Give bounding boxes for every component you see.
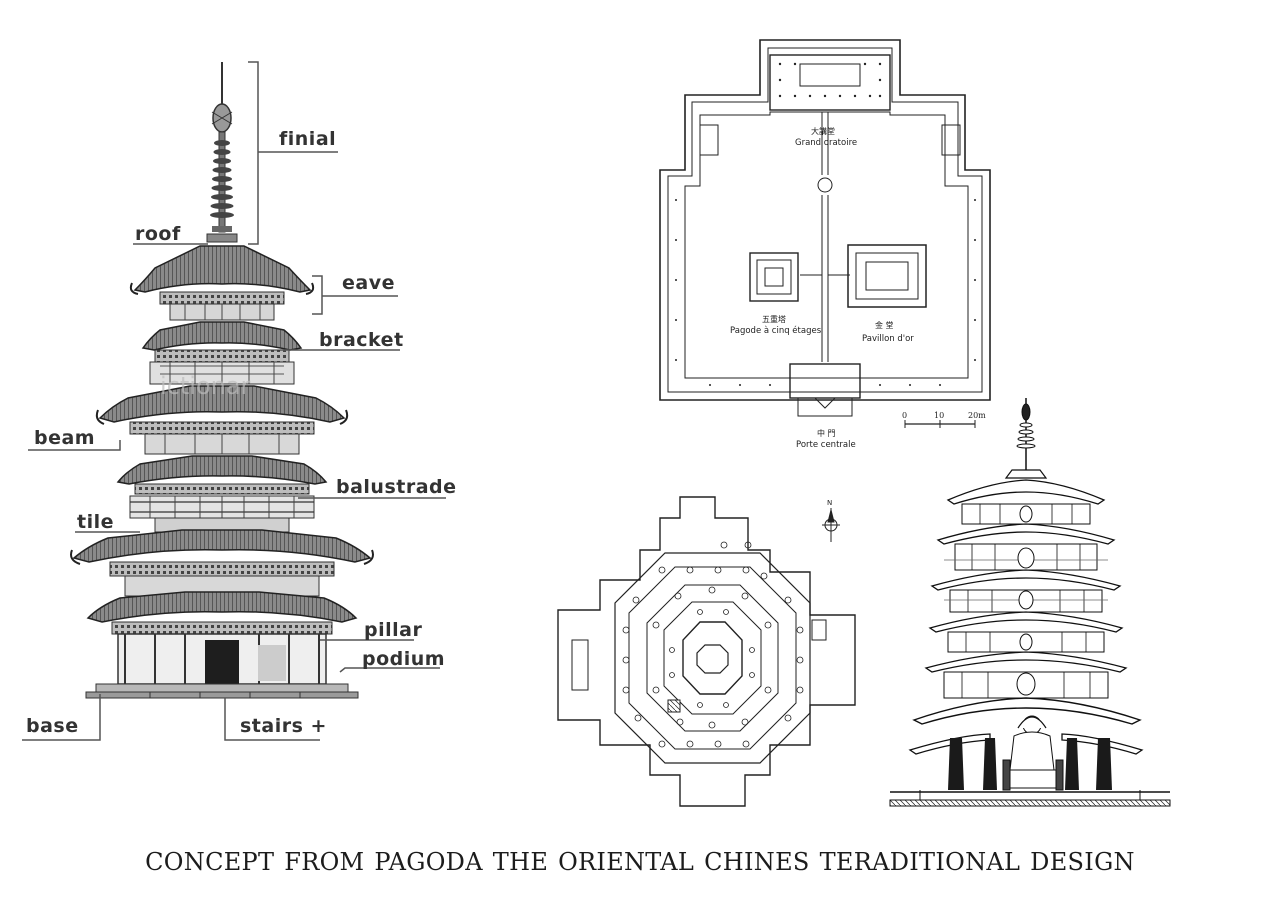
scale-tick-0: 0 [902, 411, 907, 420]
label-eave: eave [342, 272, 395, 294]
porte-label: Porte centrale [796, 440, 856, 450]
temple-site-plan [659, 39, 991, 428]
label-tile: tile [77, 511, 114, 533]
pagoda-elevation: ictionar finial roof eave bracket beam b… [22, 61, 457, 741]
pagoda-cjk: 五重塔 [762, 314, 786, 324]
pagoda-tier-1 [129, 245, 315, 321]
north-arrow [822, 508, 840, 542]
pavillon-cjk: 金 堂 [875, 320, 894, 330]
pagoda-finial [206, 62, 238, 243]
label-base: base [26, 715, 79, 737]
pagoda-tier-5 [70, 529, 374, 597]
scale-tick-20: 20m [968, 411, 986, 420]
buddha-statues [1005, 505, 1059, 789]
pagoda-label: Pagode à cinq étages [730, 325, 822, 336]
grand-oratoire-label: Grand oratoire [795, 138, 857, 148]
label-balustrade: balustrade [336, 476, 457, 498]
pagoda-section-drawing [889, 398, 1171, 807]
pagoda-tier-3 [95, 385, 349, 455]
scale-tick-10: 10 [934, 411, 944, 420]
label-roof: roof [135, 223, 181, 245]
watermark-text: ictionar [160, 372, 251, 400]
grand-oratoire-cjk: 大講堂 [811, 126, 835, 136]
pagoda-tier-6 [86, 591, 358, 635]
label-stairs: stairs + [240, 715, 327, 737]
label-bracket: bracket [319, 329, 404, 351]
pagoda-tier-4 [116, 455, 328, 533]
label-pillar: pillar [364, 619, 422, 641]
label-finial: finial [279, 128, 336, 150]
page-caption: CONCEPT FROM PAGODA THE ORIENTAL CHINES … [145, 848, 1135, 876]
pagoda-ground-floor [85, 633, 359, 699]
north-label: N [827, 499, 832, 507]
label-beam: beam [34, 427, 95, 449]
label-leader-lines [22, 61, 446, 741]
pavillon-label: Pavillon d'or [862, 334, 914, 344]
label-podium: podium [362, 648, 445, 670]
pagoda-tier-2 [141, 321, 303, 385]
porte-cjk: 中 門 [817, 428, 836, 438]
octagonal-floor-plan [557, 496, 856, 807]
